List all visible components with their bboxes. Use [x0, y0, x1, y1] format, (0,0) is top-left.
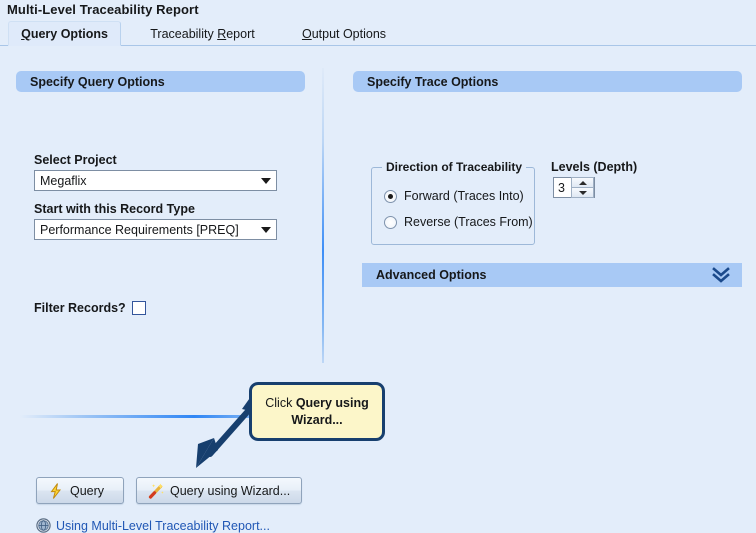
- query-button[interactable]: Query: [36, 477, 124, 504]
- select-project-value: Megaflix: [40, 173, 87, 188]
- callout-emphasis: Query using Wizard...: [291, 395, 369, 427]
- tab-baseline: [0, 45, 756, 46]
- levels-depth-stepper: [571, 177, 594, 198]
- chevron-up-icon: [578, 180, 587, 185]
- mnemonic: O: [301, 26, 312, 41]
- radio-reverse-label: Reverse (Traces From): [404, 215, 533, 229]
- query-using-wizard-button[interactable]: Query using Wizard...: [136, 477, 302, 504]
- radio-button-icon: [384, 215, 397, 229]
- panel-divider: [322, 68, 324, 363]
- select-project-label: Select Project: [34, 153, 117, 167]
- levels-increment-button[interactable]: [572, 177, 594, 187]
- help-link[interactable]: Using Multi-Level Traceability Report...: [36, 518, 270, 533]
- section-separator: [20, 415, 310, 418]
- lightning-bolt-icon: [50, 482, 62, 499]
- select-project-dropdown[interactable]: Megaflix: [34, 170, 277, 191]
- tab-traceability-report[interactable]: Traceability Report: [135, 21, 270, 46]
- direction-of-traceability-group: Forward (Traces Into) Reverse (Traces Fr…: [371, 167, 535, 245]
- mnemonic: Q: [21, 26, 31, 41]
- record-type-label: Start with this Record Type: [34, 202, 195, 216]
- globe-help-icon: [36, 518, 51, 533]
- filter-records-label: Filter Records?: [34, 301, 126, 315]
- help-link-label: Using Multi-Level Traceability Report...: [56, 518, 270, 533]
- advanced-options-label: Advanced Options: [376, 268, 487, 282]
- advanced-options-expander[interactable]: Advanced Options: [362, 263, 742, 287]
- record-type-dropdown[interactable]: Performance Requirements [PREQ]: [34, 219, 277, 240]
- record-type-value: Performance Requirements [PREQ]: [40, 222, 239, 237]
- tab-query-options-label: Query Options: [21, 26, 108, 41]
- mnemonic: R: [217, 26, 227, 41]
- levels-decrement-button[interactable]: [572, 187, 594, 198]
- levels-depth-label: Levels (Depth): [551, 160, 638, 174]
- page-title: Multi-Level Traceability Report: [7, 2, 199, 17]
- tab-output-options-label: Output Options: [301, 26, 387, 41]
- specify-query-options-header: Specify Query Options: [16, 71, 305, 92]
- specify-trace-options-header: Specify Trace Options: [353, 71, 742, 92]
- double-chevron-down-icon: [712, 267, 730, 283]
- radio-reverse-traces-from[interactable]: Reverse (Traces From): [384, 215, 533, 229]
- chevron-down-icon: [578, 190, 587, 195]
- direction-of-traceability-legend: Direction of Traceability: [382, 160, 527, 174]
- tab-output-options[interactable]: Output Options: [285, 21, 403, 46]
- tab-traceability-report-label: Traceability Report: [150, 26, 255, 41]
- levels-depth-value: 3: [558, 180, 565, 195]
- callout-tooltip: Click Query using Wizard...: [249, 382, 385, 441]
- chevron-down-icon: [256, 177, 276, 184]
- tab-query-options[interactable]: Query Options: [8, 21, 121, 46]
- callout-text: Click Query using Wizard...: [265, 395, 369, 427]
- magic-wand-icon: [148, 483, 164, 499]
- tab-bar: Query Options Traceability Report Output…: [0, 21, 756, 46]
- query-using-wizard-button-label: Query using Wizard...: [170, 483, 291, 498]
- query-button-label: Query: [70, 483, 105, 498]
- radio-button-icon: [384, 189, 397, 203]
- chevron-down-icon: [256, 226, 276, 233]
- query-options-panel: Specify Query Options Select Project Meg…: [0, 46, 756, 533]
- filter-records-checkbox[interactable]: [132, 301, 146, 315]
- radio-forward-label: Forward (Traces Into): [404, 189, 524, 203]
- radio-forward-traces-into[interactable]: Forward (Traces Into): [384, 189, 524, 203]
